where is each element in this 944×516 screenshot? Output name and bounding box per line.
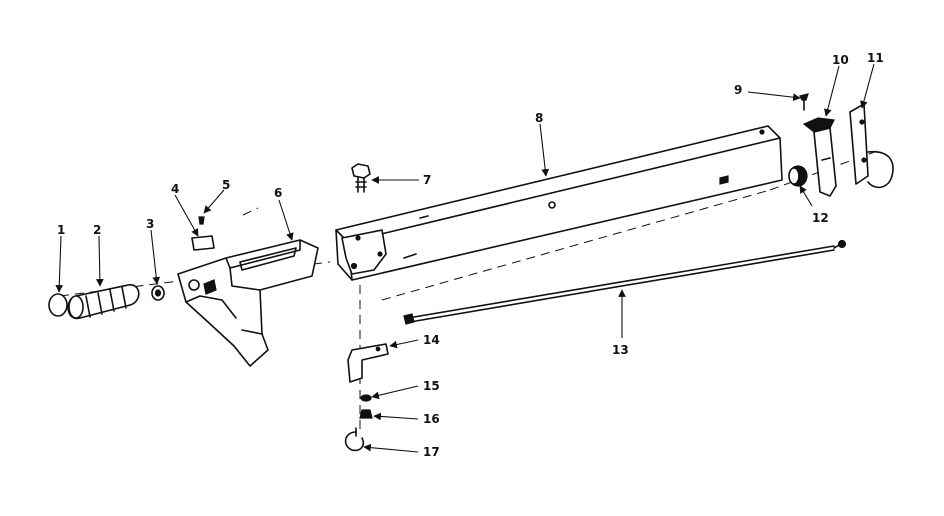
- part-1-end-cap: [48, 293, 68, 317]
- callout-17: 17: [423, 445, 440, 459]
- callout-10: 10: [832, 53, 849, 67]
- part-3-washer: [151, 285, 165, 301]
- callout-4: 4: [171, 182, 179, 196]
- callout-16: 16: [423, 412, 440, 426]
- callout-1: 1: [57, 223, 65, 237]
- callout-14: 14: [423, 333, 440, 347]
- callout-numbers: 1 2 3 4 5 6 7 8 9 10 11 12 13 14 15 16 1…: [57, 51, 884, 459]
- part-10-rear-bracket: [802, 117, 837, 197]
- part-17-hook-clip: [344, 427, 365, 452]
- callout-2: 2: [93, 223, 101, 237]
- part-16-nut: [359, 409, 373, 419]
- callout-3: 3: [146, 217, 154, 231]
- part-6-front-clamp-casting: [177, 239, 319, 367]
- part-14-small-bracket: [347, 343, 389, 383]
- callout-11: 11: [867, 51, 884, 65]
- callout-7: 7: [423, 173, 431, 187]
- callout-9: 9: [734, 83, 742, 97]
- callout-8: 8: [535, 111, 543, 125]
- part-7-bolt: [351, 163, 371, 193]
- part-11-rear-clip: [849, 103, 894, 189]
- part-4-square-nut: [191, 235, 215, 251]
- callout-12: 12: [812, 211, 829, 225]
- part-2-handle-grip: [67, 284, 140, 320]
- callout-leaders: [55, 63, 875, 453]
- callout-13: 13: [612, 343, 629, 357]
- callout-15: 15: [423, 379, 440, 393]
- part-15-washer: [360, 394, 372, 402]
- callout-5: 5: [222, 178, 230, 192]
- part-8-fence-bar: [335, 125, 783, 281]
- part-5-set-screw: [198, 216, 205, 225]
- part-9-screw: [799, 93, 809, 111]
- part-12-plug: [788, 165, 808, 187]
- callout-6: 6: [274, 186, 282, 200]
- part-13-lock-rod: [403, 239, 847, 325]
